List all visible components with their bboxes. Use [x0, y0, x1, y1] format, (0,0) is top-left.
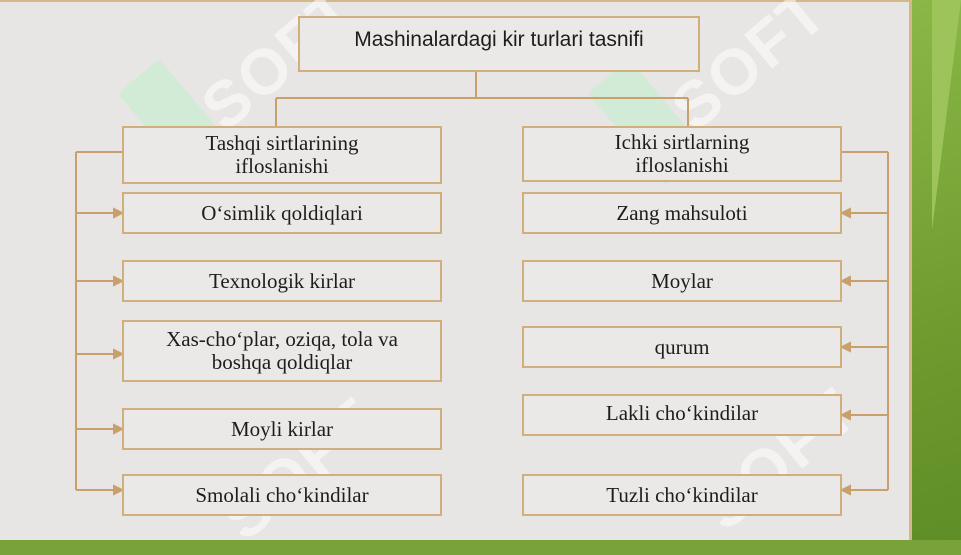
left-item: Smolali cho‘kindilar: [122, 474, 442, 516]
right-item: qurum: [522, 326, 842, 368]
diagram-title: Mashinalardagi kir turlari tasnifi: [298, 16, 700, 72]
left-item: Texnologik kirlar: [122, 260, 442, 302]
arrowhead-icon: [839, 409, 851, 421]
arrowhead-icon: [113, 207, 125, 219]
green-facet: [932, 0, 961, 230]
right-green-border: [912, 0, 961, 540]
left-item: O‘simlik qoldiqlari: [122, 192, 442, 234]
left-header: Tashqi sirtlarining ifloslanishi: [122, 126, 442, 184]
arrowhead-icon: [113, 484, 125, 496]
arrowhead-icon: [839, 275, 851, 287]
arrowhead-icon: [113, 423, 125, 435]
arrowhead-icon: [113, 348, 125, 360]
right-item: Moylar: [522, 260, 842, 302]
left-item: Moyli kirlar: [122, 408, 442, 450]
right-item: Lakli cho‘kindilar: [522, 394, 842, 436]
right-header: Ichki sirtlarning ifloslanishi: [522, 126, 842, 182]
arrowhead-icon: [839, 484, 851, 496]
arrowhead-icon: [839, 207, 851, 219]
right-item: Zang mahsuloti: [522, 192, 842, 234]
slide-panel: SOFT SOFT SOFT SOFT Mashinalardagi kir t…: [0, 0, 912, 554]
left-item: Xas-cho‘plar, oziqa, tola va boshqa qold…: [122, 320, 442, 382]
right-item: Tuzli cho‘kindilar: [522, 474, 842, 516]
arrowhead-icon: [839, 341, 851, 353]
connector-lines: [75, 72, 889, 496]
arrowhead-icon: [113, 275, 125, 287]
